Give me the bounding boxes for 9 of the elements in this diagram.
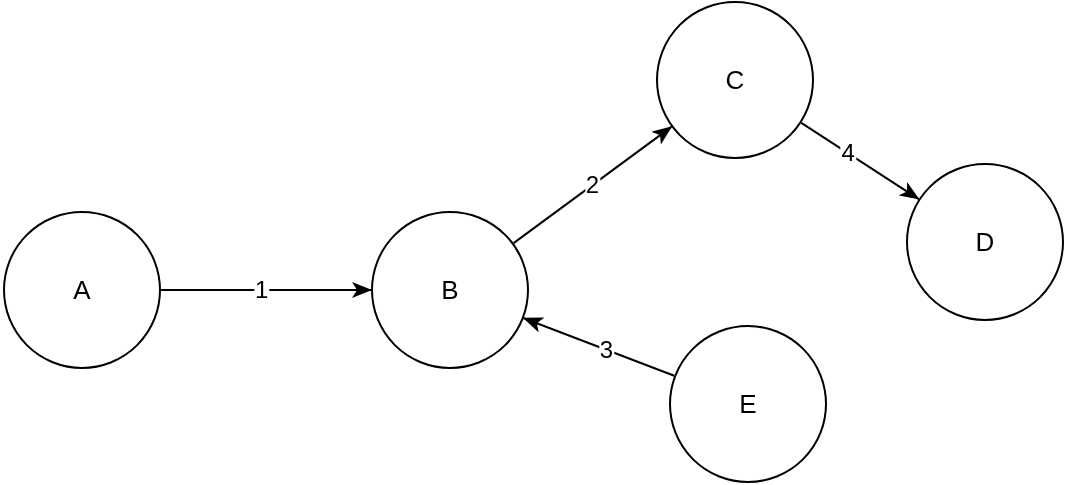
arrow (512, 125, 673, 245)
node-label: B (441, 274, 459, 306)
node-label: D (975, 226, 995, 258)
node-label: C (725, 64, 745, 96)
node-label: E (739, 388, 757, 420)
arrow (522, 317, 676, 377)
arrow (800, 121, 920, 201)
arrow (160, 282, 372, 298)
node-label: A (73, 274, 91, 306)
